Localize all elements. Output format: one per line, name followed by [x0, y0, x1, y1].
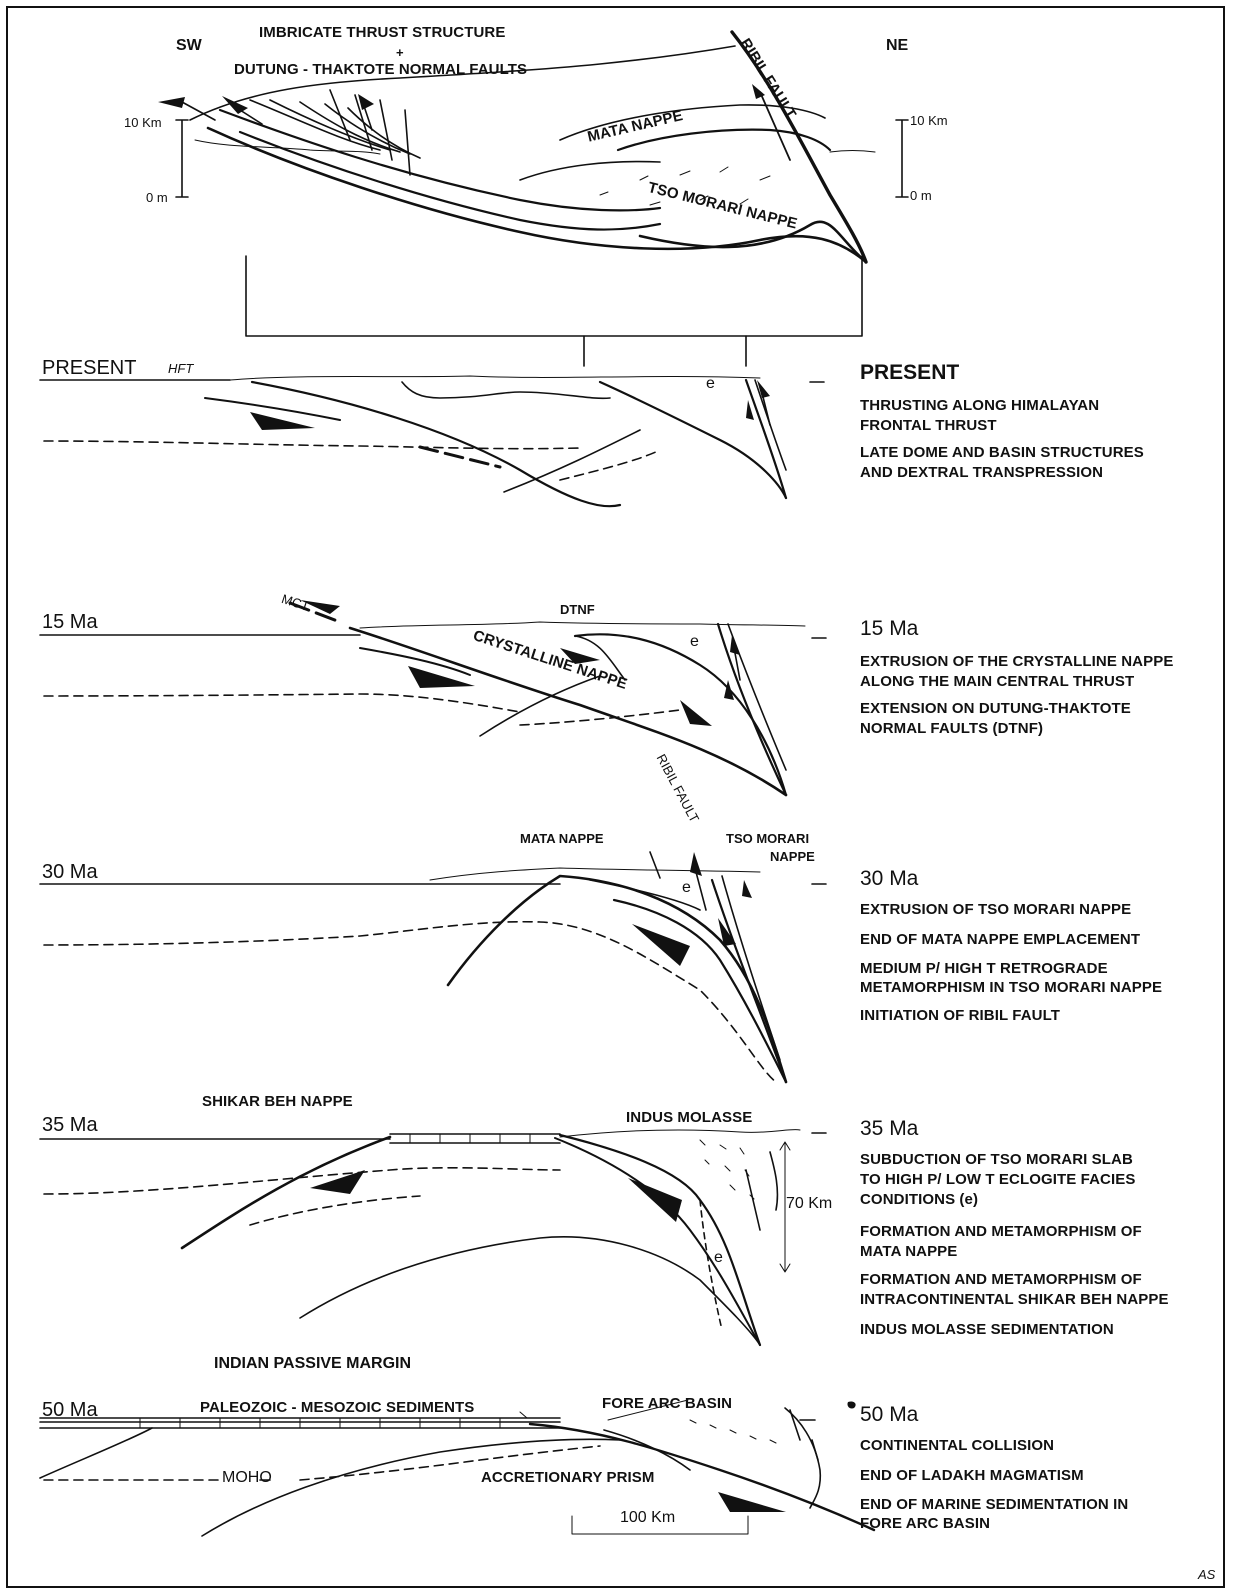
ma15-note-1: EXTRUSION OF THE CRYSTALLINE NAPPE — [860, 654, 1173, 669]
ma30-time-label: 30 Ma — [42, 862, 98, 882]
present-note-1: THRUSTING ALONG HIMALAYAN — [860, 398, 1099, 413]
ma30-note-4: METAMORPHISM IN TSO MORARI NAPPE — [860, 980, 1162, 995]
fore-arc-basin-label: FORE ARC BASIN — [602, 1396, 732, 1411]
left-0m-label: 0 m — [146, 191, 168, 204]
ma15-note-4: NORMAL FAULTS (DTNF) — [860, 721, 1043, 736]
ma35-note-1: SUBDUCTION OF TSO MORARI SLAB — [860, 1152, 1133, 1167]
dtnf-label: DTNF — [560, 603, 595, 616]
right-10km-label: 10 Km — [910, 114, 948, 127]
ma35-note-6: FORMATION AND METAMORPHISM OF — [860, 1272, 1142, 1287]
ma50-right-title: 50 Ma — [860, 1404, 918, 1425]
ma35-note-3: CONDITIONS (e) — [860, 1192, 978, 1207]
ma30-note-2: END OF MATA NAPPE EMPLACEMENT — [860, 932, 1140, 947]
ma35-note-2: TO HIGH P/ LOW T ECLOGITE FACIES — [860, 1172, 1135, 1187]
ma30-nappe-label: NAPPE — [770, 850, 815, 863]
ma30-note-1: EXTRUSION OF TSO MORARI NAPPE — [860, 902, 1131, 917]
author-initials: AS — [1198, 1568, 1215, 1581]
top-title-line2: DUTUNG - THAKTOTE NORMAL FAULTS — [234, 62, 527, 77]
right-0m-label: 0 m — [910, 189, 932, 202]
present-note-4: AND DEXTRAL TRANSPRESSION — [860, 465, 1103, 480]
ma35-e-label: e — [714, 1250, 723, 1266]
ma50-note-1: CONTINENTAL COLLISION — [860, 1438, 1054, 1453]
sw-label: SW — [176, 38, 202, 54]
ma50-note-4: FORE ARC BASIN — [860, 1516, 990, 1531]
sediments-label: PALEOZOIC - MESOZOIC SEDIMENTS — [200, 1400, 474, 1415]
top-title-plus: + — [396, 46, 404, 59]
moho-label: MOHO — [222, 1470, 272, 1486]
ma50-note-3: END OF MARINE SEDIMENTATION IN — [860, 1497, 1128, 1512]
top-cross-section — [158, 32, 908, 366]
ma30-section — [40, 852, 826, 1082]
ma30-note-3: MEDIUM P/ HIGH T RETROGRADE — [860, 961, 1108, 976]
ma30-right-title: 30 Ma — [860, 868, 918, 889]
ma50-section — [40, 1400, 874, 1536]
present-section — [40, 376, 824, 506]
ma30-note-5: INITIATION OF RIBIL FAULT — [860, 1008, 1060, 1023]
ma35-time-label: 35 Ma — [42, 1115, 98, 1135]
present-note-2: FRONTAL THRUST — [860, 418, 997, 433]
present-note-3: LATE DOME AND BASIN STRUCTURES — [860, 445, 1144, 460]
ne-label: NE — [886, 38, 908, 54]
top-title-line1: IMBRICATE THRUST STRUCTURE — [259, 25, 505, 40]
ma35-section — [40, 1130, 826, 1345]
scale-bar-label: 100 Km — [620, 1510, 675, 1526]
present-right-title: PRESENT — [860, 362, 959, 383]
depth-70km-label: 70 Km — [786, 1196, 832, 1212]
ma50-note-2: END OF LADAKH MAGMATISM — [860, 1468, 1084, 1483]
present-time-label: PRESENT — [42, 358, 136, 378]
indian-passive-margin-heading: INDIAN PASSIVE MARGIN — [214, 1356, 411, 1372]
ma15-time-label: 15 Ma — [42, 612, 98, 632]
ma35-note-4: FORMATION AND METAMORPHISM OF — [860, 1224, 1142, 1239]
shikar-beh-nappe-label: SHIKAR BEH NAPPE — [202, 1094, 353, 1109]
ma15-note-3: EXTENSION ON DUTUNG-THAKTOTE — [860, 701, 1131, 716]
present-e-label: e — [706, 376, 715, 392]
ma15-right-title: 15 Ma — [860, 618, 918, 639]
ma15-e-label: e — [690, 634, 699, 650]
ma35-note-5: MATA NAPPE — [860, 1244, 957, 1259]
ma50-time-label: 50 Ma — [42, 1400, 98, 1420]
ma30-tso-morari-label: TSO MORARI — [726, 832, 809, 845]
ma30-e-label: e — [682, 880, 691, 896]
ma35-note-8: INDUS MOLASSE SEDIMENTATION — [860, 1322, 1114, 1337]
hft-label: HFT — [168, 362, 193, 375]
ma35-right-title: 35 Ma — [860, 1118, 918, 1139]
ma15-section — [40, 600, 826, 795]
left-10km-label: 10 Km — [124, 116, 162, 129]
accretionary-prism-label: ACCRETIONARY PRISM — [481, 1470, 654, 1485]
indus-molasse-label: INDUS MOLASSE — [626, 1110, 752, 1125]
ma30-mata-nappe-label: MATA NAPPE — [520, 832, 604, 845]
ma15-note-2: ALONG THE MAIN CENTRAL THRUST — [860, 674, 1134, 689]
ma35-note-7: INTRACONTINENTAL SHIKAR BEH NAPPE — [860, 1292, 1169, 1307]
